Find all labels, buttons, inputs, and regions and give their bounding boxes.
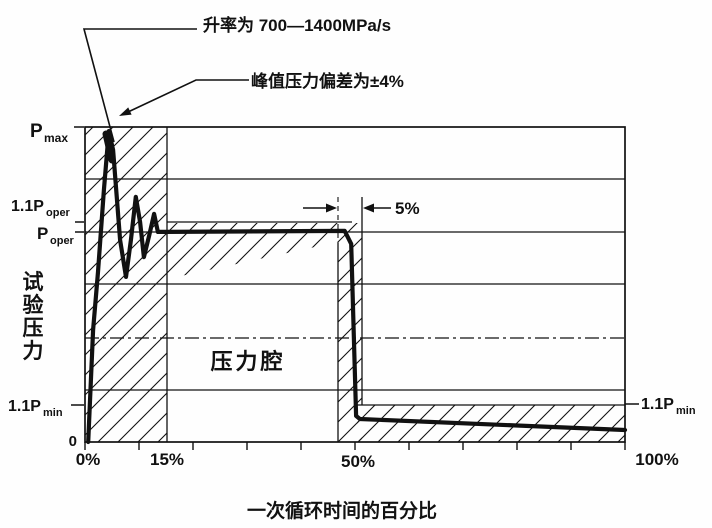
y-title-char-2: 验	[23, 293, 44, 317]
x-tick-label-50: 50%	[341, 452, 375, 471]
x-axis-title: 一次循环时间的百分比	[247, 499, 437, 522]
y-title-char-3: 压	[23, 317, 44, 340]
x-tick-label-100: 100%	[635, 450, 678, 469]
label-1-1pmin-right-sub: min	[676, 405, 696, 417]
leader-lines	[82, 28, 249, 143]
vertical-reference-lines	[166, 127, 363, 442]
label-1-1poper-sub: oper	[46, 207, 71, 219]
y-title-char-1: 试	[23, 271, 44, 294]
arrowhead-peak-deviation	[119, 107, 132, 116]
annotation-peak-deviation: 峰值压力偏差为±4%	[251, 71, 404, 91]
arrowhead-left-icon	[363, 203, 374, 213]
y-axis-title: 试 验 压 力	[23, 271, 44, 363]
leader-peak-deviation	[127, 79, 249, 113]
label-1-1pmin-left-sub: min	[43, 407, 63, 419]
x-tick-label-0: 0%	[76, 450, 101, 469]
x-tick-label-15: 15%	[150, 450, 184, 469]
hatch-region-dwell-wedge	[167, 223, 338, 279]
label-zero: 0	[69, 433, 77, 450]
dimension-5pct	[303, 203, 391, 213]
label-pmax-base: P	[30, 121, 43, 142]
label-pressure-chamber: 压力腔	[210, 349, 285, 374]
label-pmax-sub: max	[44, 131, 68, 145]
label-poper-base: P	[37, 224, 48, 243]
leader-rise-rate	[82, 28, 197, 143]
label-1-1pmin-left-base: 1.1P	[8, 398, 41, 415]
label-1-1poper-base: 1.1P	[11, 198, 44, 215]
label-poper-sub: oper	[50, 235, 75, 247]
pressure-time-curve	[86, 129, 628, 445]
label-5pct: 5%	[395, 199, 420, 218]
y-axis-ticks	[71, 126, 639, 406]
x-axis-ticks	[84, 442, 626, 450]
arrowhead-right-icon	[326, 203, 337, 213]
y-title-char-4: 力	[23, 340, 44, 363]
label-1-1pmin-right-base: 1.1P	[641, 396, 674, 413]
annotation-rise-rate: 升率为 700—1400MPa/s	[203, 15, 391, 35]
overshoot-peak-blob	[102, 130, 116, 164]
